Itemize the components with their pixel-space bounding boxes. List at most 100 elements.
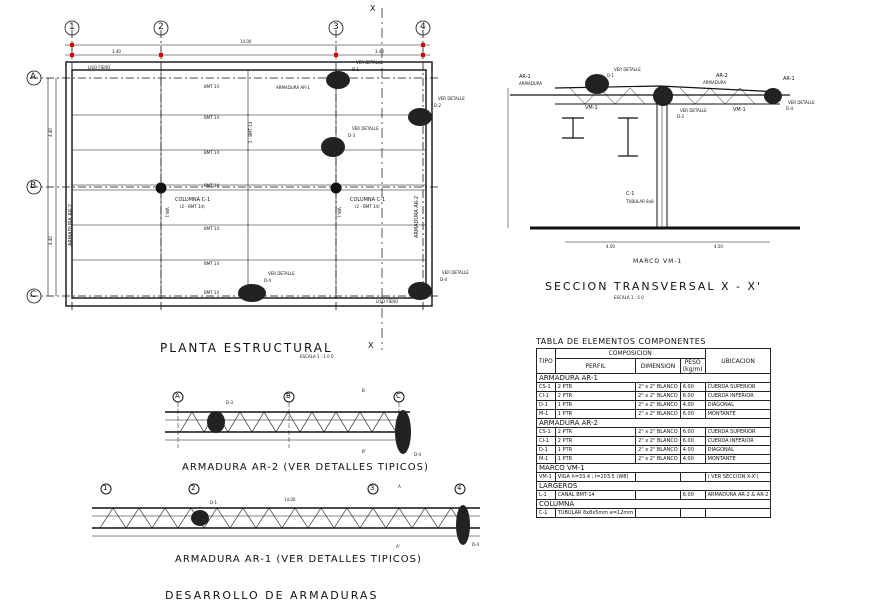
cell-peso [679, 472, 706, 482]
section-label-vm1-left: VM-1 [585, 105, 598, 111]
corner-note-top: LISO FIERO [88, 65, 111, 70]
cell-dimension: 2" x 2" BLANCO [635, 427, 681, 437]
detail-d4a: D-4 [264, 278, 272, 283]
ar2-detail-d4: D-4 [414, 452, 422, 457]
ver-detalle-d4b: VER DETALLE [442, 270, 469, 275]
desarrollo-title: DESARROLLO DE ARMADURAS [165, 589, 379, 602]
plan-detail-marks [238, 71, 432, 302]
th-perfil: PERFIL [554, 358, 637, 374]
ar1-cut-a: A [398, 484, 401, 489]
section-column-note: TUBULAR 8x8 [626, 199, 654, 204]
cell-tipo: M-1 [536, 409, 556, 419]
cell-dimension [635, 490, 681, 500]
cell-perfil: 1 PTR [554, 445, 637, 455]
ver-detalle-d1: VER DETALLE [356, 60, 383, 65]
components-table: TIPO COMPOSICION UBICACION PERFIL DIMENS… [535, 348, 772, 518]
cell-tipo: VM-1 [536, 472, 556, 482]
corner-note-bottom: LISO FIERO [376, 299, 399, 304]
column-label-left: COLUMNA C-1 [175, 197, 211, 203]
cell-perfil: 1 PTR [554, 409, 637, 419]
section-label-ar1-right: AR-1 [783, 76, 795, 82]
cell-ubicacion: DIAGONAL [704, 445, 772, 455]
axis-label-1: 1 [69, 22, 75, 32]
ar2-detail-d3: D-3 [226, 400, 234, 405]
cell-dimension: 2" x 2" BLANCO [635, 382, 681, 392]
section-label-c1: C-1 [626, 191, 635, 197]
plan-title: PLANTA ESTRUCTURAL [160, 341, 333, 355]
section-dim-right: 4.50 [714, 244, 723, 249]
mid-label-vm1-right: VM-1 [336, 207, 342, 218]
purlin-label-2: BMT 14 [204, 115, 219, 120]
cell-dimension: 2" x 2" BLANCO [635, 454, 681, 464]
mid-label-bmt: 2 - BMT-14 [248, 121, 254, 144]
purlin-label-3: BMT 14 [204, 150, 219, 155]
detail-d2: D-2 [434, 103, 442, 108]
cell-ubicacion: CUERDA SUPERIOR [704, 427, 772, 437]
cut-mark-top: X [370, 4, 376, 13]
cell-perfil: CANAL BMT-14 [554, 490, 637, 500]
cell-tipo: D-1 [536, 400, 556, 410]
plan-view [26, 8, 440, 350]
cell-ubicacion: CUERDA INFERIOR [704, 436, 772, 446]
cell-peso: 6.00 [679, 490, 706, 500]
table-group-name: ARMADURA AR-2 [535, 418, 772, 428]
dim-span2: 3.40 [375, 49, 384, 54]
cell-peso: 6.00 [679, 436, 706, 446]
section-view [507, 74, 800, 243]
cell-ubicacion: ARMADURA AR-2 & AR-2 [704, 490, 772, 500]
side-dim-upper: 4.40 [47, 128, 53, 137]
cell-ubicacion [704, 508, 772, 518]
section-dim-left: 4.50 [606, 244, 615, 249]
cell-peso: 4.00 [679, 400, 706, 410]
cell-tipo: CI-1 [536, 391, 556, 401]
section-label-ar1-left: AR-1 [519, 74, 531, 80]
ar1-axis-1: 1 [103, 484, 108, 492]
th-composicion: COMPOSICION [554, 348, 706, 359]
axis-label-b: B [30, 181, 37, 191]
column-c1-right [330, 182, 342, 194]
ar1-dim: 14.00 [284, 497, 296, 502]
cell-peso: 4.00 [679, 454, 706, 464]
column-note-left: (2 - BMT 14) [180, 204, 205, 209]
table-group-row: COLUMNA [535, 499, 772, 509]
ar2-title: ARMADURA AR-2 (VER DETALLES TIPICOS) [182, 462, 429, 473]
cell-tipo: CS-1 [536, 382, 556, 392]
cell-perfil: 2 PTR [554, 436, 637, 446]
table-group-row: MARCO VM-1 [535, 463, 772, 473]
cell-ubicacion: DIAGONAL [704, 400, 772, 410]
axis-label-c: C [30, 290, 37, 300]
side-dim-lower: 4.40 [47, 236, 53, 245]
section-label-vm1-right: VM-1 [733, 107, 746, 113]
column-c1-left [155, 182, 167, 194]
plan-outer-frame [65, 61, 433, 307]
th-peso: PESO(kg/m) [679, 358, 706, 374]
cell-tipo: D-1 [536, 445, 556, 455]
detail-d4b: D-4 [440, 277, 448, 282]
truss-ar1-web [99, 507, 465, 529]
ar1-title: ARMADURA AR-1 (VER DETALLES TIPICOS) [175, 554, 422, 565]
section-detail-d2: D-2 [677, 114, 685, 119]
cell-dimension: 2" x 2" BLANCO [635, 400, 681, 410]
cell-ubicacion: CUERDA SUPERIOR [704, 382, 772, 392]
truss-ar1 [92, 483, 480, 545]
th-tipo: TIPO [536, 348, 556, 374]
dim-total: 14.00 [240, 39, 252, 44]
section-scale: ESCALA 1 : 5 0 [614, 295, 644, 300]
armadura-left-label: ARMADURA AR-2 [68, 203, 75, 247]
section-detail-marks [585, 74, 782, 106]
column-note-right: (2 - BMT 14) [355, 204, 380, 209]
cell-perfil: 2 PTR [554, 391, 637, 401]
plan-dimension-ticks [70, 43, 425, 57]
cell-tipo: C-1 [536, 508, 556, 518]
cell-peso: 6.00 [679, 427, 706, 437]
armadura-top-label: ARMADURA AR-1 [276, 85, 310, 90]
th-dimension: DIMENSION [635, 358, 681, 374]
